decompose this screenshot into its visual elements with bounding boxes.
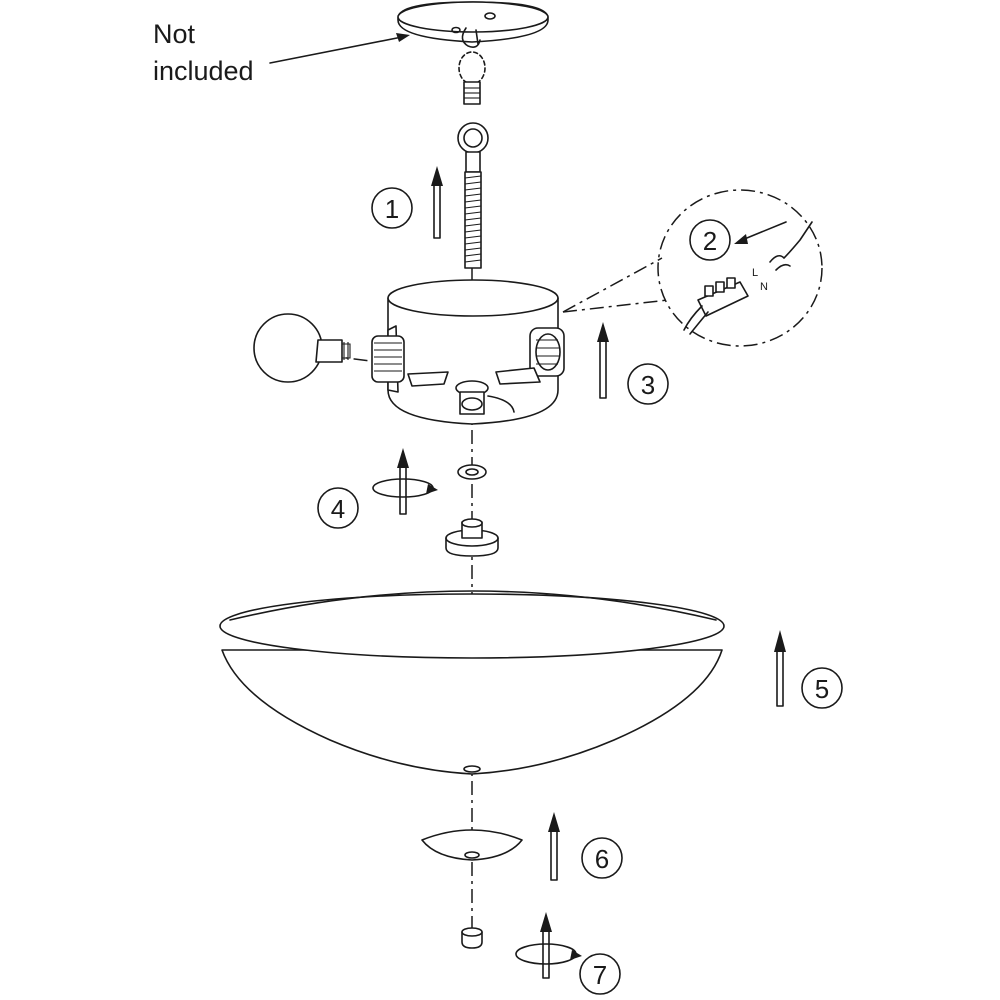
step-number-5: 5 — [815, 674, 829, 704]
note-leader-arrow — [269, 33, 410, 64]
wiring-detail: L N — [562, 189, 823, 347]
finial-cap — [421, 829, 523, 861]
live-label: L — [752, 267, 758, 279]
step-marker-7: 7 — [579, 953, 621, 995]
glass-bowl — [219, 590, 725, 775]
rotate-arrow-step-4 — [372, 448, 438, 515]
arrow-step-2 — [734, 221, 787, 244]
arrow-step-1 — [431, 166, 443, 239]
washer — [457, 464, 487, 480]
ceiling-hook — [458, 27, 486, 105]
ceiling-plate — [397, 1, 549, 43]
detail-circle — [657, 189, 823, 347]
eye-bolt — [457, 122, 489, 269]
left-socket — [371, 325, 449, 393]
right-socket — [495, 327, 565, 385]
step-number-3: 3 — [641, 370, 655, 400]
step-marker-4: 4 — [317, 487, 359, 529]
detail-leader-bottom — [562, 299, 669, 313]
note-line-1: Not — [153, 19, 196, 49]
arrow-step-3 — [597, 322, 609, 399]
step-number-1: 1 — [385, 194, 399, 224]
note-line-2: included — [153, 56, 254, 86]
step-number-6: 6 — [595, 844, 609, 874]
neutral-label: N — [760, 281, 768, 293]
step-marker-1: 1 — [371, 187, 413, 229]
terminal-block — [683, 277, 749, 335]
spacer-collar — [445, 518, 499, 557]
step-marker-3: 3 — [627, 363, 669, 405]
step-number-7: 7 — [593, 960, 607, 990]
step-number-2: 2 — [703, 226, 717, 256]
step-number-4: 4 — [331, 494, 345, 524]
detail-leader-top — [562, 257, 663, 313]
arrow-step-5 — [774, 630, 786, 707]
step-marker-6: 6 — [581, 837, 623, 879]
canopy-housing — [371, 279, 565, 425]
arrow-step-6 — [548, 812, 560, 881]
step-marker-2: 2 — [689, 219, 731, 261]
knob-nut — [461, 927, 483, 949]
housing-hub — [455, 380, 515, 415]
step-marker-5: 5 — [801, 667, 843, 709]
rotate-arrow-step-7 — [515, 912, 582, 979]
light-bulb — [253, 313, 351, 383]
